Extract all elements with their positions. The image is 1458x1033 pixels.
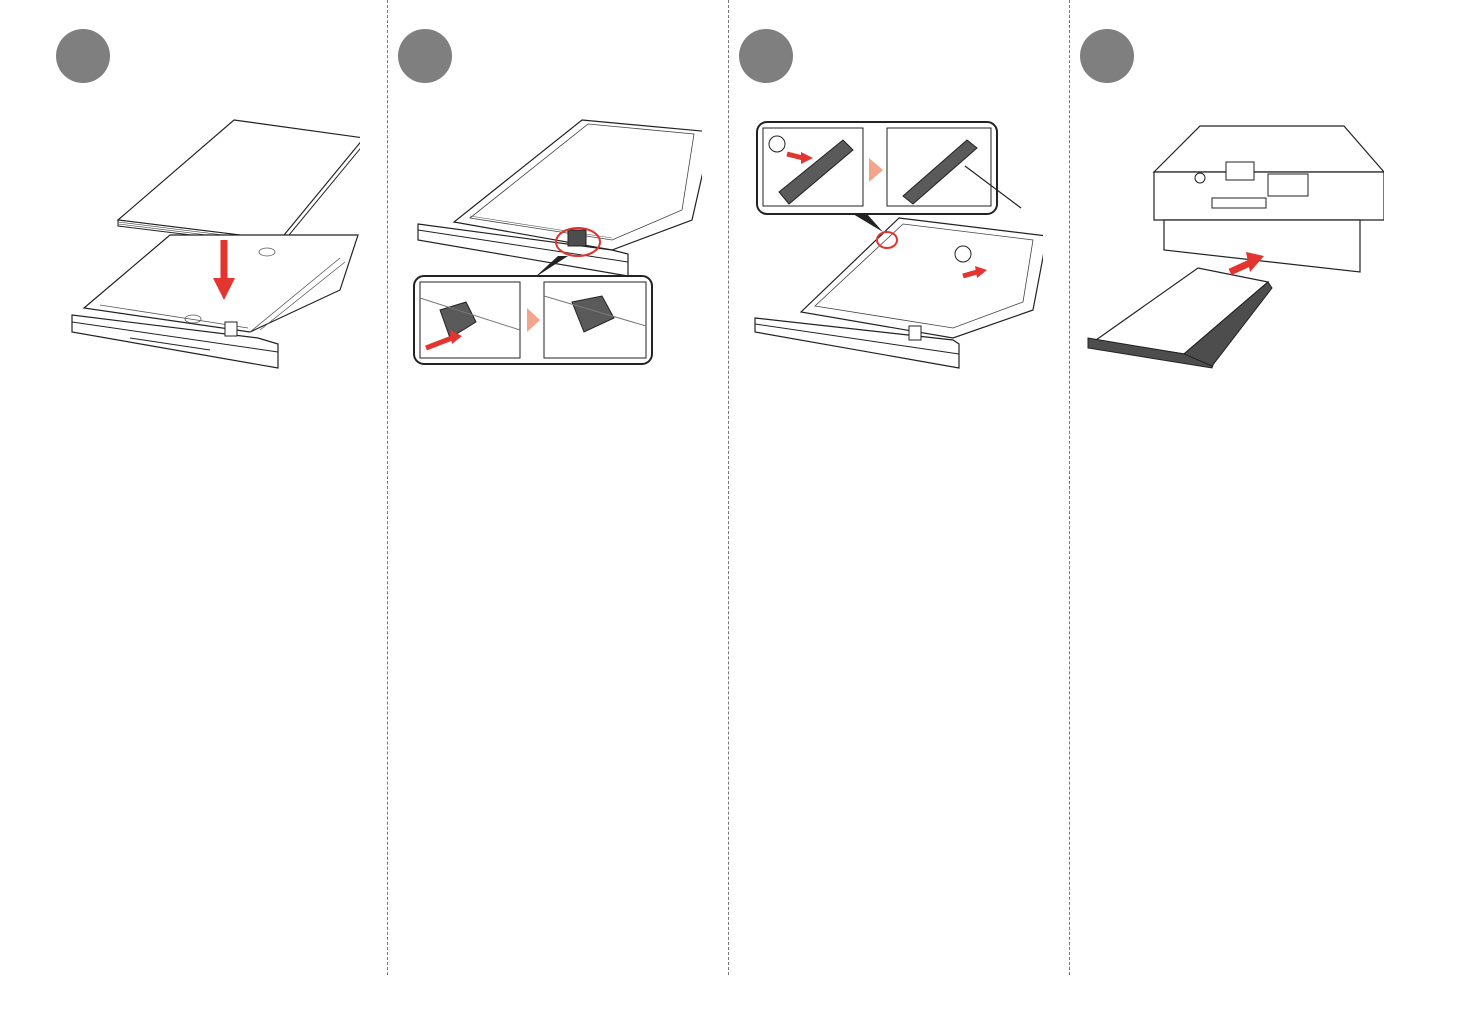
step-badge-3 [739, 29, 793, 83]
step-panel-2 [362, 0, 702, 1033]
cassette-side-guide-adjust-icon [703, 100, 1043, 400]
step-panel-3 [703, 0, 1043, 1033]
step-panel-1 [20, 0, 360, 1033]
insert-cassette-into-printer-icon [1044, 100, 1384, 400]
step-badge-1 [56, 29, 110, 83]
step-panel-4 [1044, 0, 1384, 1033]
paper-stack-loading-into-cassette-icon [20, 100, 360, 400]
step-badge-4 [1080, 29, 1134, 83]
step-badge-2 [398, 29, 452, 83]
cassette-paper-guide-slide-icon [362, 100, 702, 400]
